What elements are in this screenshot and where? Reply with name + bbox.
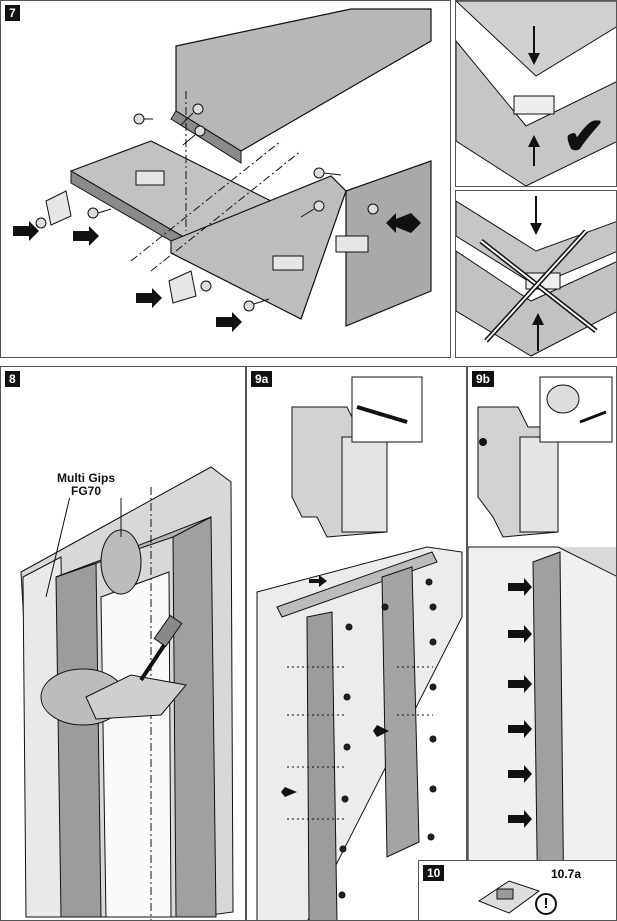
step-7-panel: 7 (0, 0, 451, 358)
step-9a-badge: 9a (251, 371, 273, 387)
hardware-preview-illustration (477, 880, 541, 914)
cross-icon (479, 229, 598, 343)
adhesive-callout: Multi Gips FG70 (46, 472, 126, 498)
screw-fastening-illustration (256, 376, 463, 920)
joint-wrong-illustration (456, 196, 616, 357)
step-10-badge: 10 (423, 865, 445, 881)
checkmark-icon: ✔ (562, 108, 606, 166)
nail-fastening-illustration (468, 376, 616, 920)
step-7-correct-detail: ✔ (455, 0, 617, 187)
warning-icon: ! (535, 893, 557, 915)
adhesive-name-line2: FG70 (70, 484, 101, 498)
frame-assembly-illustration (13, 8, 432, 332)
step-8-panel: 8 Multi Gip (0, 366, 246, 921)
step-9b-panel: 9b (467, 366, 617, 921)
adhesive-application-illustration (20, 466, 234, 920)
step-9b-badge: 9b (472, 371, 495, 387)
step-9a-panel: 9a (246, 366, 467, 921)
step-7-badge: 7 (5, 5, 20, 21)
adhesive-name-line1: Multi Gips (57, 471, 115, 485)
step-7-wrong-detail (455, 190, 617, 358)
joint-correct-illustration (456, 1, 616, 186)
step-10-panel: 10 10.7a ! (418, 860, 617, 921)
section-reference: 10.7a (551, 867, 582, 881)
step-8-badge: 8 (5, 371, 20, 387)
